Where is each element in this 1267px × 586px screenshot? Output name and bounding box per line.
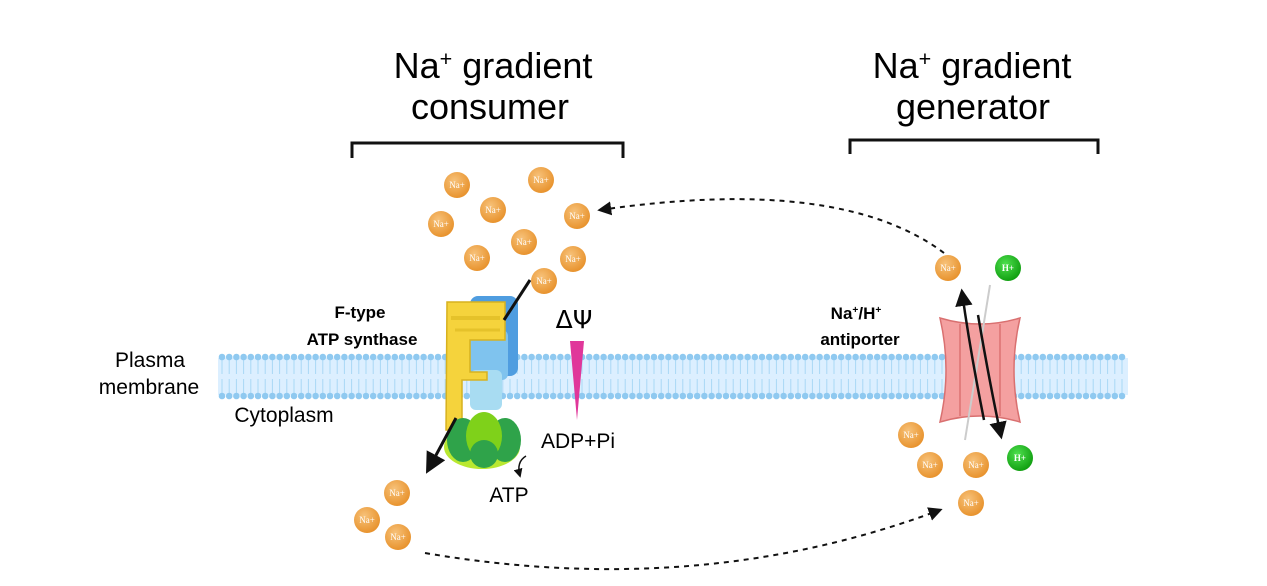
- atp-synthase-label-line1: F-type: [335, 303, 386, 322]
- atp-label: ATP: [489, 484, 528, 507]
- sodium-ion-icon: Na+: [898, 422, 924, 448]
- sodium-ion-label: Na+: [469, 253, 485, 263]
- sodium-ion-icon: Na+: [917, 452, 943, 478]
- na-influx-line: [502, 279, 532, 321]
- consumer-title: Na+ gradient: [394, 45, 593, 86]
- sodium-ion-icon: Na+: [528, 167, 554, 193]
- na-efflux-arrow: [955, 288, 986, 421]
- sodium-ion-label: Na+: [433, 219, 449, 229]
- sodium-ion-label: Na+: [569, 211, 585, 221]
- sodium-ion-label: Na+: [922, 460, 938, 470]
- na-return-arrow-bottom: [424, 507, 943, 571]
- sodium-ion-icon: Na+: [935, 255, 961, 281]
- sodium-ion-label: Na+: [565, 254, 581, 264]
- sodium-ion-icon: Na+: [384, 480, 410, 506]
- antiporter-label-line2: antiporter: [820, 330, 900, 349]
- sodium-ion-label: Na+: [903, 430, 919, 440]
- sodium-ion-icon: Na+: [531, 268, 557, 294]
- generator-title: Na+ gradient: [873, 45, 1072, 86]
- sodium-ion-label: Na+: [389, 488, 405, 498]
- sodium-ion-label: Na+: [963, 498, 979, 508]
- sodium-ion-label: Na+: [968, 460, 984, 470]
- antiporter-label-line1: Na+/H+: [831, 304, 882, 323]
- proton-label: H+: [1002, 263, 1014, 273]
- generator-title-line2: generator: [896, 86, 1050, 127]
- sodium-ion-icon: Na+: [963, 452, 989, 478]
- delta-psi-marker: [570, 341, 584, 420]
- proton-icon: H+: [1007, 445, 1033, 471]
- sodium-ion-label: Na+: [516, 237, 532, 247]
- sodium-ion-icon: Na+: [464, 245, 490, 271]
- proton-label: H+: [1014, 453, 1026, 463]
- consumer-title-line2: consumer: [411, 86, 569, 127]
- consumer-bracket: [350, 141, 625, 158]
- sodium-ion-icon: Na+: [511, 229, 537, 255]
- atp-synthase-label-line2: ATP synthase: [307, 330, 418, 349]
- delta-psi-label: ΔΨ: [556, 305, 593, 334]
- atp-synthase-icon: [444, 296, 521, 469]
- na-influx-arrow: [426, 417, 458, 474]
- proton-icon: H+: [995, 255, 1021, 281]
- adp-pi-label: ADP+Pi: [541, 430, 615, 453]
- sodium-ion-icon: Na+: [354, 507, 380, 533]
- sodium-ion-icon: Na+: [428, 211, 454, 237]
- cytoplasm-label: Cytoplasm: [234, 404, 333, 427]
- membrane-label-line2: membrane: [99, 376, 199, 399]
- sodium-ion-label: Na+: [359, 515, 375, 525]
- sodium-ion-icon: Na+: [385, 524, 411, 550]
- sodium-ion-label: Na+: [390, 532, 406, 542]
- membrane-label-line1: Plasma: [115, 349, 185, 372]
- adp-to-atp-arrow: [513, 455, 527, 478]
- h-influx-arrow: [976, 314, 1007, 440]
- sodium-ion-icon: Na+: [444, 172, 470, 198]
- sodium-ion-icon: Na+: [958, 490, 984, 516]
- antiporter-icon: [938, 284, 1022, 441]
- sodium-ion-label: Na+: [533, 175, 549, 185]
- sodium-ion-icon: Na+: [480, 197, 506, 223]
- sodium-ion-label: Na+: [449, 180, 465, 190]
- sodium-ion-icon: Na+: [560, 246, 586, 272]
- sodium-ion-label: Na+: [940, 263, 956, 273]
- sodium-ion-label: Na+: [536, 276, 552, 286]
- na-return-arrow-top: [597, 198, 945, 254]
- generator-bracket: [848, 138, 1100, 154]
- ions-layer: Na+ Na+ Na+ Na+ Na+ Na+ Na+ Na+ Na+ Na+ Na+ Na+ Na+ N…: [354, 167, 1033, 550]
- sodium-ion-icon: Na+: [564, 203, 590, 229]
- sodium-ion-label: Na+: [485, 205, 501, 215]
